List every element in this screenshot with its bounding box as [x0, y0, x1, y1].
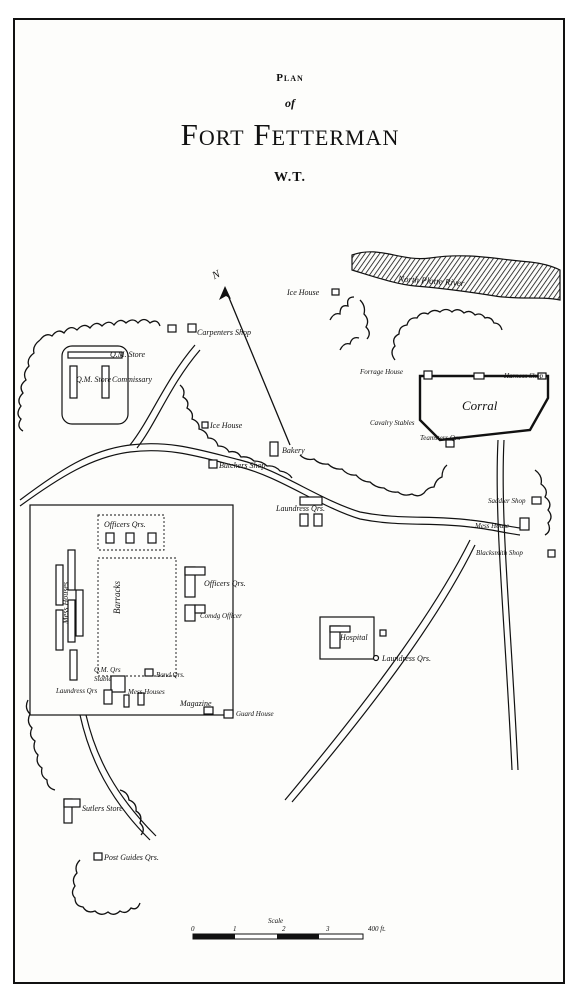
scale-tick-4: 400 ft. — [368, 925, 386, 933]
scale-tick-2: 2 — [282, 925, 286, 933]
label-mess-houses-bottom: Mess Houses — [127, 688, 165, 696]
label-corral: Corral — [462, 398, 498, 413]
label-officers-qrs-north: Officers Qrs. — [104, 520, 146, 529]
label-commissary: Commissary — [112, 375, 152, 384]
map-title-fort-name: Fort Fetterman — [180, 117, 400, 152]
label-qm-qrs: Q.M. Qrs — [94, 666, 121, 674]
north-arrow — [219, 286, 291, 446]
label-post-guides-qrs: Post Guides Qrs. — [103, 853, 159, 862]
scale-bar: Scale 0 1 2 3 400 ft. — [191, 917, 386, 940]
hospital-enclosure — [319, 616, 375, 660]
scale-tick-3: 3 — [325, 925, 330, 933]
label-carpenters-shop: Carpenters Shop — [197, 328, 251, 337]
label-comdg-officer: Comdg Officer — [200, 612, 242, 620]
scale-tick-1: 1 — [233, 925, 237, 933]
label-hospital: Hospital — [339, 633, 368, 642]
parade-compound — [29, 504, 234, 716]
label-forage-house: Forrage House — [359, 368, 403, 376]
label-butchers-shop: Butchers Shop — [219, 461, 265, 470]
label-ice-house: Ice House — [209, 421, 243, 430]
label-stable: Stable — [94, 675, 112, 683]
label-harness-shop: Harness Shop — [503, 372, 544, 380]
roads — [19, 344, 521, 841]
label-bakery: Bakery — [282, 446, 305, 455]
map-title-plan: Plan — [276, 72, 304, 84]
label-barracks: Barracks — [112, 581, 122, 614]
label-laundress-qrs-hospital: Laundress Qrs. — [381, 654, 431, 663]
officers-quarters-yard — [97, 514, 165, 551]
bluff-lines — [17, 296, 552, 915]
label-magazine: Magazine — [179, 699, 212, 708]
label-qm-store-2: Q.M. Store — [76, 375, 111, 384]
label-qm-store: Q.M. Store — [110, 350, 145, 359]
label-laundress-qrs-top: Laundress Qrs. — [275, 504, 325, 513]
scale-label: Scale — [268, 917, 283, 925]
buildings — [55, 288, 556, 861]
label-cavalry-stables: Cavalry Stables — [370, 419, 415, 427]
map-title-of: of — [285, 96, 295, 110]
parade-ground — [97, 557, 177, 677]
label-ice-house-top: Ice House — [286, 288, 320, 297]
map-frame — [13, 18, 565, 984]
label-band-qrs: Band Qrs. — [156, 671, 185, 679]
label-officers-qrs-east: Officers Qrs. — [204, 579, 246, 588]
label-teamsters-qrs: Teamsters Qrs — [420, 434, 461, 442]
scale-tick-0: 0 — [191, 925, 195, 933]
label-mess-houses-west: Mess Houses — [61, 582, 70, 625]
qm-store-enclosure — [61, 345, 129, 425]
label-sutlers-store: Sutlers Store — [82, 804, 123, 813]
river-north-platte — [351, 251, 561, 301]
label-saddler-shop: Saddler Shop — [488, 497, 526, 505]
north-label: N — [209, 268, 222, 283]
map-labels: Ice House Carpenters Shop Q.M. Store Q.M… — [55, 288, 544, 862]
label-mess-house: Mess House — [474, 522, 509, 530]
label-blacksmith-shop: Blacksmith Shop — [476, 549, 523, 557]
label-laundress-qrs-bottom: Laundress Qrs — [55, 687, 97, 695]
label-guard-house: Guard House — [236, 710, 274, 718]
corral — [418, 374, 550, 442]
river-label: North Platte River — [397, 273, 466, 288]
map-title-territory: W.T. — [273, 170, 306, 185]
